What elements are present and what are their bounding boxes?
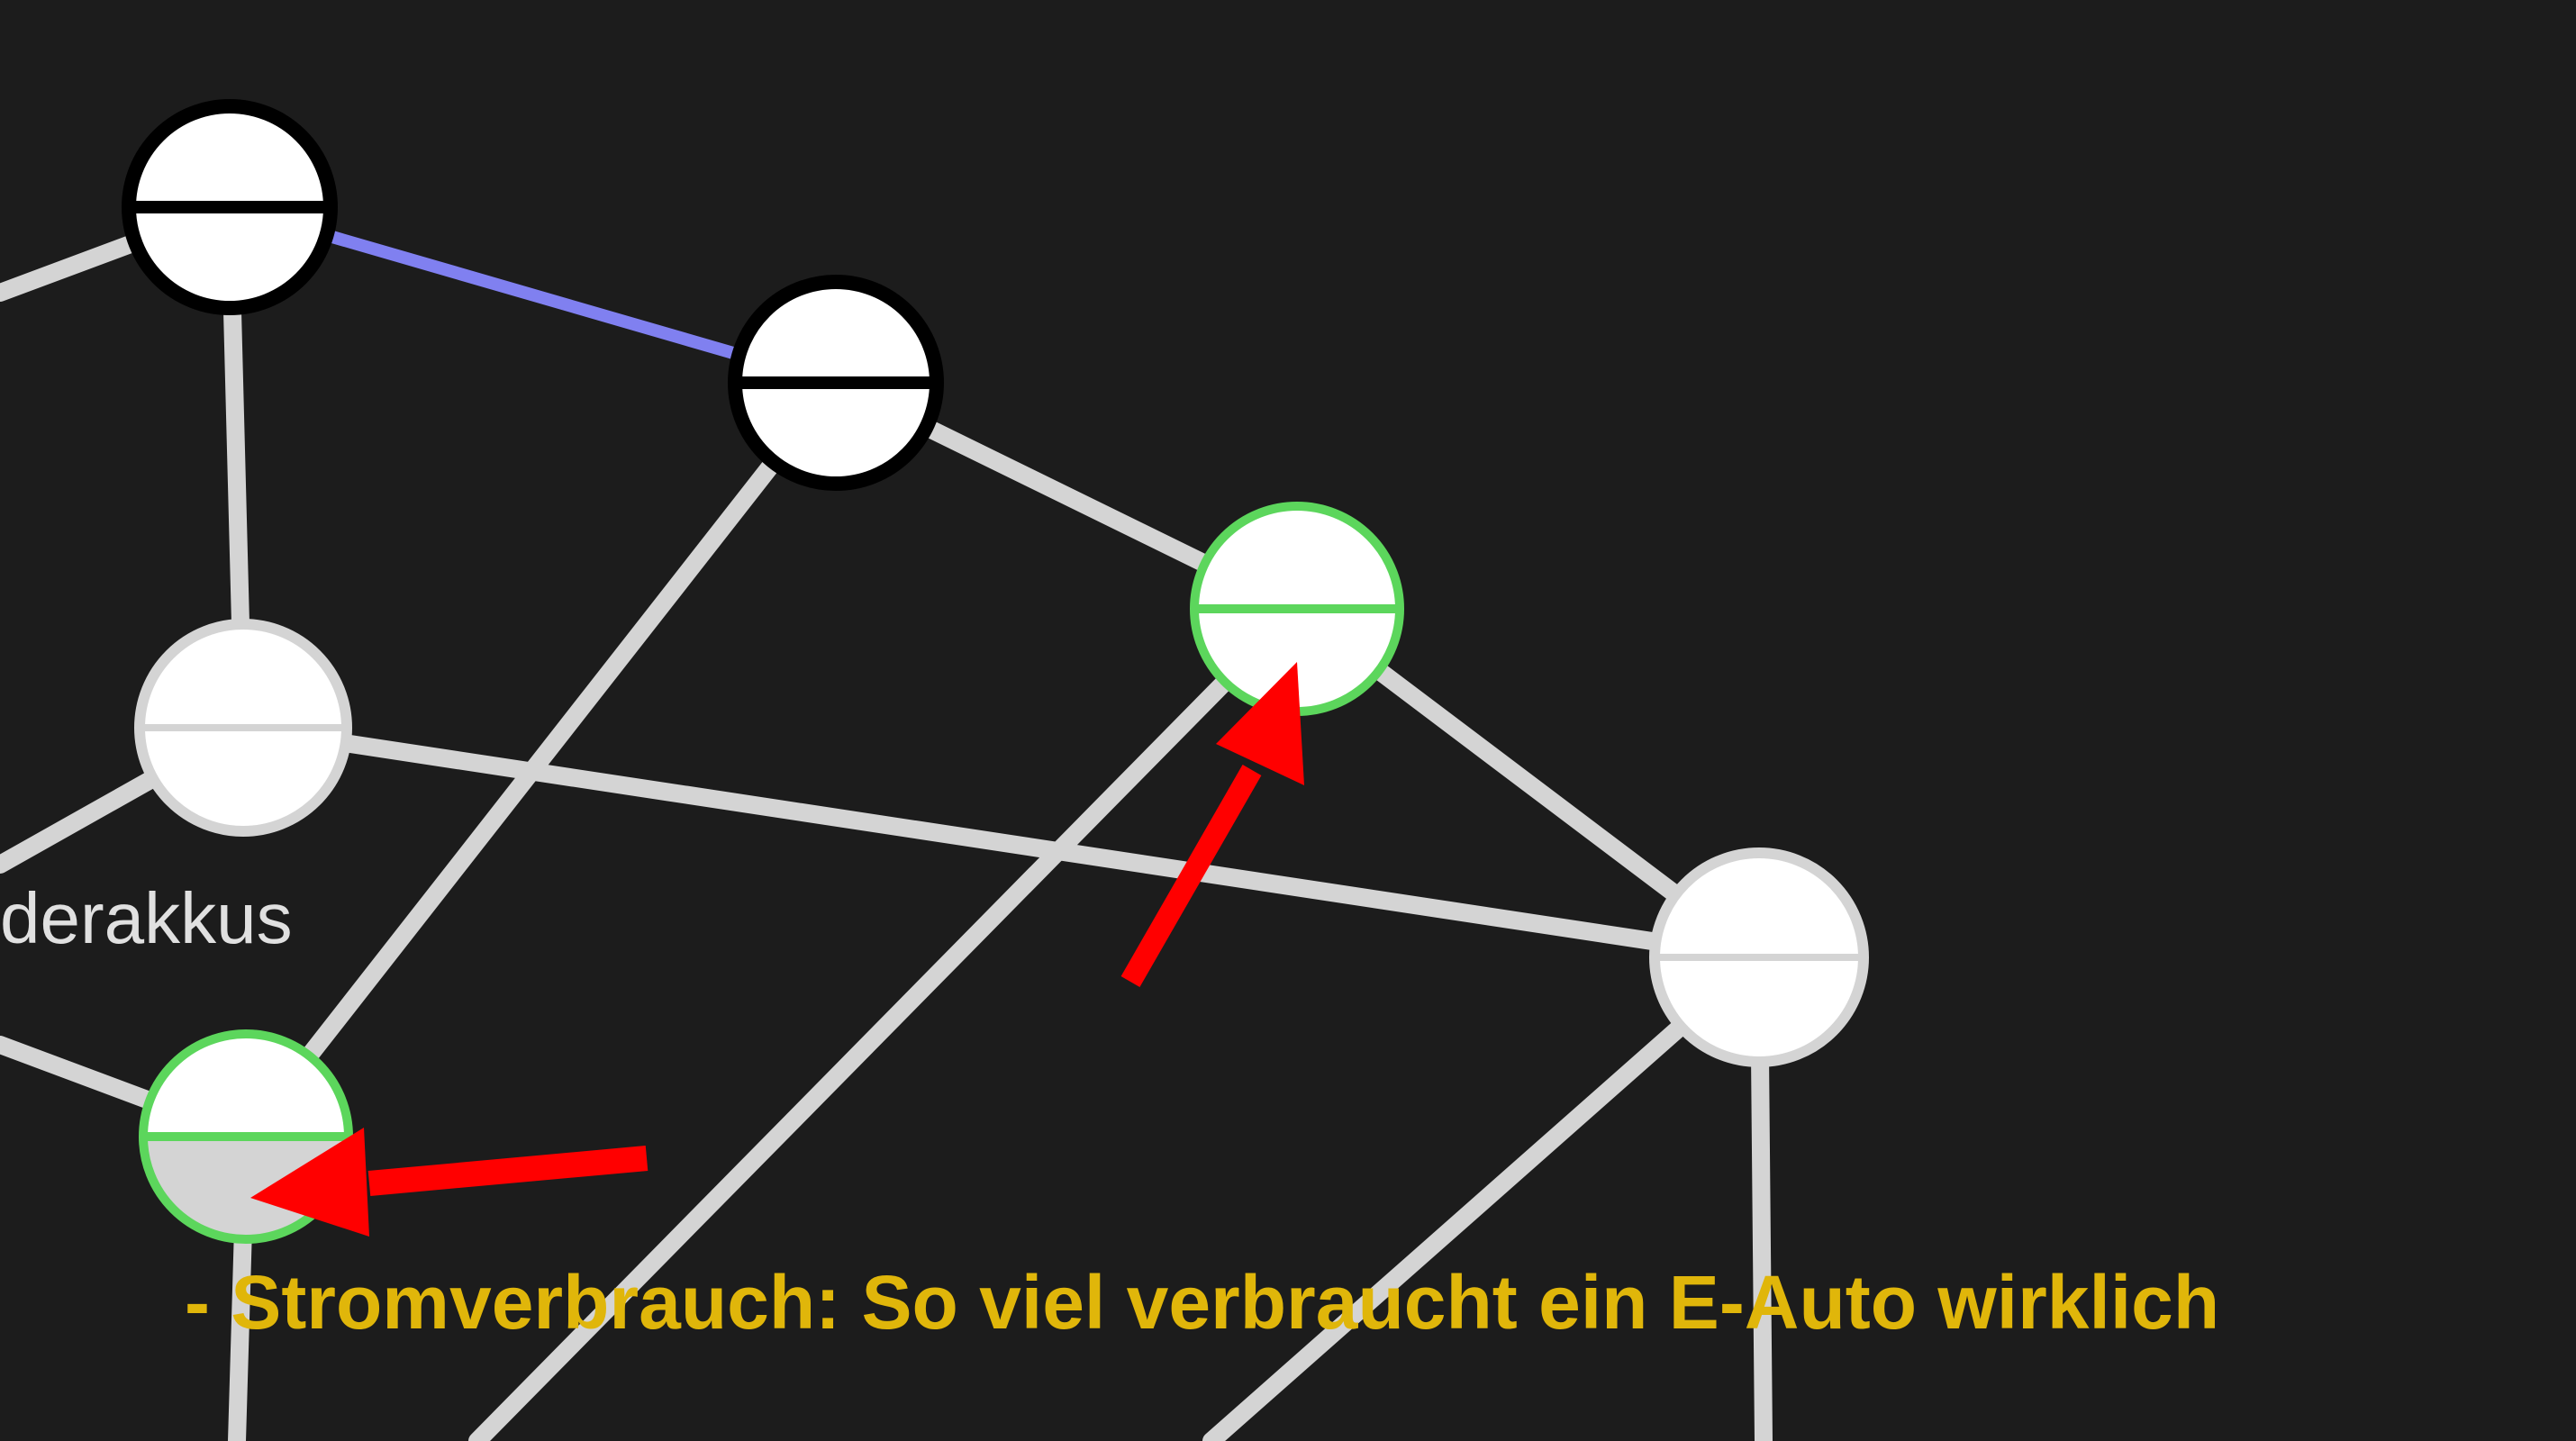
node-label: derakkus	[0, 878, 293, 958]
edge	[1202, 948, 1768, 1441]
node-default-1[interactable]	[134, 619, 352, 837]
edge	[468, 600, 1306, 1441]
edge	[234, 719, 1768, 966]
annotation-arrow-1	[1120, 662, 1304, 987]
article-link[interactable]: - Stromverbrauch: So viel verbraucht ein…	[185, 1260, 2220, 1345]
node-active-1[interactable]	[1190, 502, 1404, 716]
annotation-arrow-2	[250, 1128, 649, 1237]
node-selected-1[interactable]	[122, 99, 338, 315]
node-default-2[interactable]	[1649, 847, 1869, 1067]
edge	[237, 374, 845, 1146]
node-selected-2[interactable]	[728, 275, 944, 491]
